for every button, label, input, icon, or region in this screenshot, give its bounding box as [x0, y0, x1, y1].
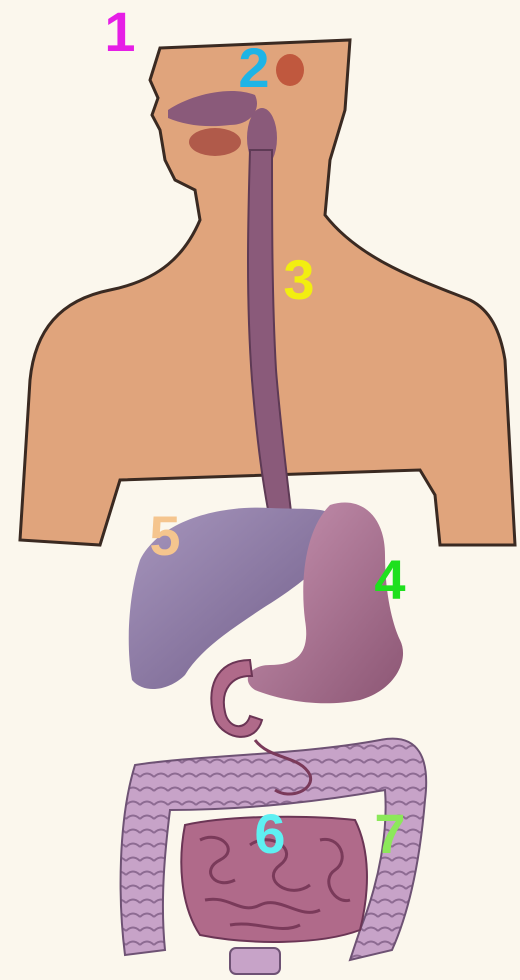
- salivary-gland-left: [276, 54, 304, 86]
- label-7: 7: [374, 806, 405, 862]
- label-1: 1: [104, 4, 135, 60]
- label-6: 6: [254, 806, 285, 862]
- label-5: 5: [149, 508, 180, 564]
- label-3: 3: [283, 252, 314, 308]
- label-2: 2: [238, 40, 269, 96]
- tongue: [189, 128, 241, 156]
- rectum: [230, 948, 280, 974]
- label-4: 4: [374, 552, 405, 608]
